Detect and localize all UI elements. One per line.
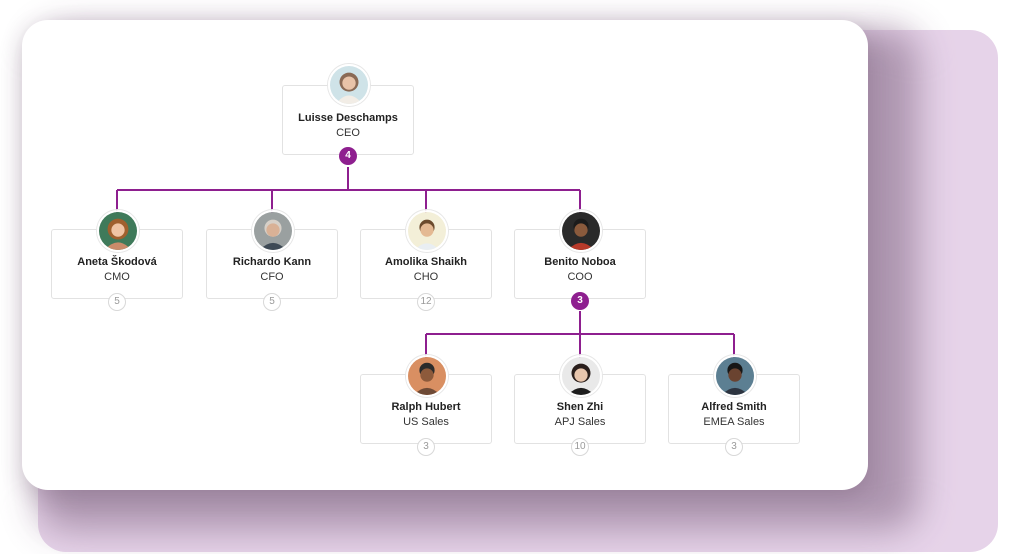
person-role: US Sales	[403, 416, 449, 428]
org-node-cmo[interactable]: Aneta Škodová CMO 5	[51, 210, 183, 311]
org-chart-connectors	[116, 167, 735, 360]
woman-portrait-icon	[560, 355, 602, 397]
direct-reports-badge[interactable]: 3	[725, 438, 743, 456]
person-name: Ralph Hubert	[391, 401, 461, 413]
person-role: COO	[567, 271, 593, 283]
person-name: Aneta Škodová	[77, 256, 157, 268]
person-role: APJ Sales	[554, 416, 606, 428]
person-name: Luisse Deschamps	[298, 112, 398, 124]
direct-reports-badge[interactable]: 5	[263, 293, 281, 311]
man-portrait-icon	[560, 210, 602, 252]
org-node-ceo[interactable]: Luisse Deschamps CEO 4	[282, 64, 414, 165]
man-portrait-icon	[252, 210, 294, 252]
org-node-cho[interactable]: Amolika Shaikh CHO 12	[360, 210, 492, 311]
direct-reports-badge[interactable]: 5	[108, 293, 126, 311]
direct-reports-badge[interactable]: 4	[339, 147, 357, 165]
woman-portrait-icon	[328, 64, 370, 106]
man-portrait-icon	[406, 210, 448, 252]
man-portrait-icon	[714, 355, 756, 397]
org-node-cfo[interactable]: Richardo Kann CFO 5	[206, 210, 338, 311]
person-name: Richardo Kann	[232, 256, 312, 268]
man-portrait-icon	[406, 355, 448, 397]
person-role: CFO	[260, 271, 284, 283]
org-chart-card: Luisse Deschamps CEO 4 Aneta Škodová CMO…	[22, 20, 868, 490]
person-role: CHO	[413, 271, 439, 283]
person-role: EMEA Sales	[703, 416, 765, 428]
org-node-emea-sales[interactable]: Alfred Smith EMEA Sales 3	[668, 355, 800, 456]
person-name: Amolika Shaikh	[385, 256, 467, 268]
person-role: CEO	[336, 127, 360, 139]
org-node-coo[interactable]: Benito Noboa COO 3	[514, 210, 646, 310]
person-name: Benito Noboa	[544, 256, 616, 268]
woman-portrait-icon	[97, 210, 139, 252]
person-name: Alfred Smith	[701, 401, 767, 413]
direct-reports-badge[interactable]: 10	[571, 438, 589, 456]
person-role: CMO	[104, 271, 130, 283]
org-node-apj-sales[interactable]: Shen Zhi APJ Sales 10	[514, 355, 646, 456]
org-node-us-sales[interactable]: Ralph Hubert US Sales 3	[360, 355, 492, 456]
direct-reports-badge[interactable]: 3	[417, 438, 435, 456]
direct-reports-badge[interactable]: 3	[571, 292, 589, 310]
person-name: Shen Zhi	[556, 401, 604, 413]
direct-reports-badge[interactable]: 12	[417, 293, 435, 311]
